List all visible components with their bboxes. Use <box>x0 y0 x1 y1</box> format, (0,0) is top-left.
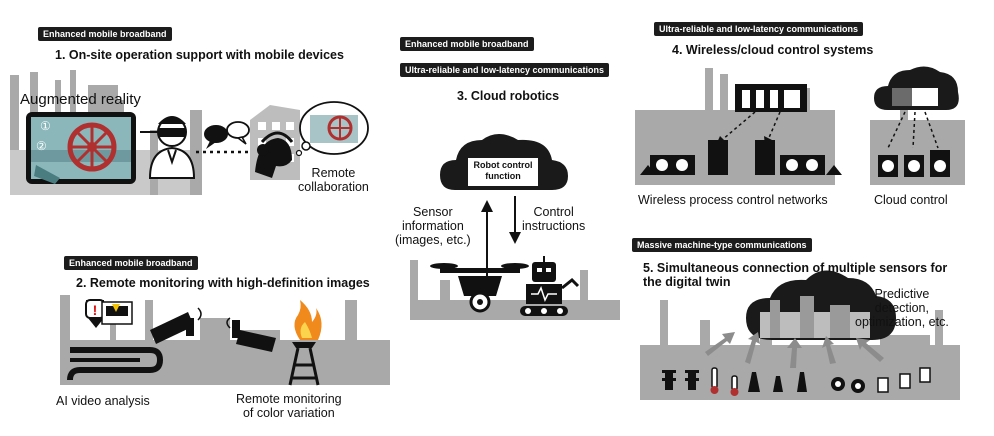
valve-thought-bubble-icon <box>295 101 369 157</box>
panel5-title: 5. Simultaneous connection of multiple s… <box>643 261 948 289</box>
sensors-row-icon <box>662 367 931 396</box>
cloud-plant-units-icon <box>878 150 950 177</box>
flare-stack-icon <box>288 300 322 386</box>
security-camera-icon-1 <box>150 307 202 344</box>
ai-video-analysis-label: AI video analysis <box>56 394 150 408</box>
security-camera-icon-2 <box>226 317 276 352</box>
marker-1: ① <box>40 119 51 133</box>
robot-icon <box>520 256 580 316</box>
category-tag-embb-1: Enhanced mobile broadband <box>38 27 172 41</box>
wireless-link-arrows-cloud <box>887 111 939 149</box>
uplink-arrows <box>705 332 884 368</box>
panel2-title: 2. Remote monitoring with high-definitio… <box>76 276 370 290</box>
predictive-detection-label: Predictive detection, optimization, etc. <box>855 287 949 329</box>
speech-bubbles-icon <box>204 121 250 149</box>
remote-operator-icon <box>255 131 294 178</box>
wireless-process-control-label: Wireless process control networks <box>638 193 828 207</box>
category-tag-mmtc-5: Massive machine-type communications <box>632 238 812 252</box>
remote-collaboration-label: Remote collaboration <box>298 166 369 194</box>
alert-monitor-icon: ! <box>85 299 133 328</box>
control-instructions-label: Control instructions <box>522 205 586 233</box>
ar-label: Augmented reality <box>20 91 141 108</box>
panel4-title: 4. Wireless/cloud control systems <box>672 43 874 57</box>
pipes-icon <box>67 347 164 381</box>
worker-headset-icon <box>140 116 196 179</box>
robot-control-function-label: Robot control function <box>473 160 533 181</box>
plant-units-icon <box>640 140 842 175</box>
panel3-title: 3. Cloud robotics <box>457 89 560 103</box>
marker-2: ② <box>36 139 47 153</box>
category-tag-urllc-4: Ultra-reliable and low-latency communica… <box>654 22 864 36</box>
factory-silhouette-2 <box>60 295 390 385</box>
sensor-information-label: Sensor information (images, etc.) <box>395 205 471 247</box>
drone-icon <box>430 263 529 313</box>
svg-text:!: ! <box>93 302 98 318</box>
category-tag-urllc-3: Ultra-reliable and low-latency communica… <box>400 63 610 77</box>
digital-twin-cloud-icon <box>746 270 896 340</box>
ar-tablet-icon <box>26 112 136 184</box>
cloud-icon-control <box>874 66 959 110</box>
category-tag-embb-3: Enhanced mobile broadband <box>400 37 534 51</box>
cloud-icon-robotics <box>440 134 568 190</box>
controller-rack-icon <box>735 84 807 112</box>
color-variation-label: Remote monitoring of color variation <box>236 392 342 420</box>
panel1-title: 1. On-site operation support with mobile… <box>55 48 344 62</box>
category-tag-embb-2: Enhanced mobile broadband <box>64 256 198 270</box>
cloud-control-label: Cloud control <box>874 193 948 207</box>
